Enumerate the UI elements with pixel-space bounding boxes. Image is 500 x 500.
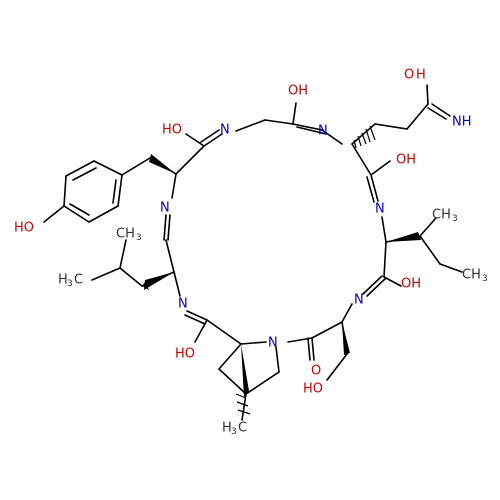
atom-n-ring-left: N — [160, 201, 170, 216]
atom-oh-gln-amide: OH — [396, 153, 416, 168]
label-h3c-pro-sub: 3 — [231, 427, 237, 437]
label-h3c-pro: H — [222, 421, 232, 436]
atom-n-ser: N — [354, 293, 364, 308]
atom-o-pro: O — [311, 364, 321, 379]
atom-oh-leu-amide: HO — [175, 347, 195, 362]
label-h3c-leu-c: C — [74, 273, 83, 288]
atom-n-ile: N — [375, 202, 385, 217]
atom-phenol-oh: HO — [14, 221, 34, 236]
label-ch3-ile: CH — [432, 208, 451, 223]
label-h3c-leu: H — [58, 273, 68, 288]
atom-n-pro: N — [268, 336, 278, 351]
stereo-wedge — [386, 232, 421, 242]
label-h3c-pro-c: C — [238, 421, 247, 436]
label-ch3-leu: CH — [116, 227, 135, 242]
atom-n-gln: N — [318, 124, 328, 139]
label-ch3-ile2-sub: 3 — [482, 274, 488, 284]
label-ch3-ile2: CH — [462, 268, 481, 283]
atom-oh-ser: HO — [303, 382, 323, 397]
atom-oh-tyr-amide: HO — [162, 123, 182, 138]
atom-oh-ile-amide: OH — [401, 277, 421, 292]
atom-oh-gly: OH — [288, 84, 308, 99]
label-ch3-leu-sub: 3 — [136, 233, 142, 243]
atom-imine-nh: NH — [452, 115, 472, 130]
label-h3c-leu-sub: 3 — [67, 279, 73, 289]
stereo-wedge — [342, 322, 350, 355]
atom-n-tyr: N — [220, 123, 230, 138]
stereo-wedge — [241, 344, 249, 397]
stereo-hash — [235, 125, 376, 415]
atom-oxygen: O — [404, 68, 414, 83]
atom-hydrogen: H — [416, 68, 426, 83]
stereo-wedge — [149, 154, 176, 174]
atom-n-leu: N — [178, 297, 188, 312]
label-ch3-ile-sub: 3 — [452, 214, 458, 224]
stereo-wedge — [144, 272, 174, 290]
bonds — [43, 84, 463, 395]
